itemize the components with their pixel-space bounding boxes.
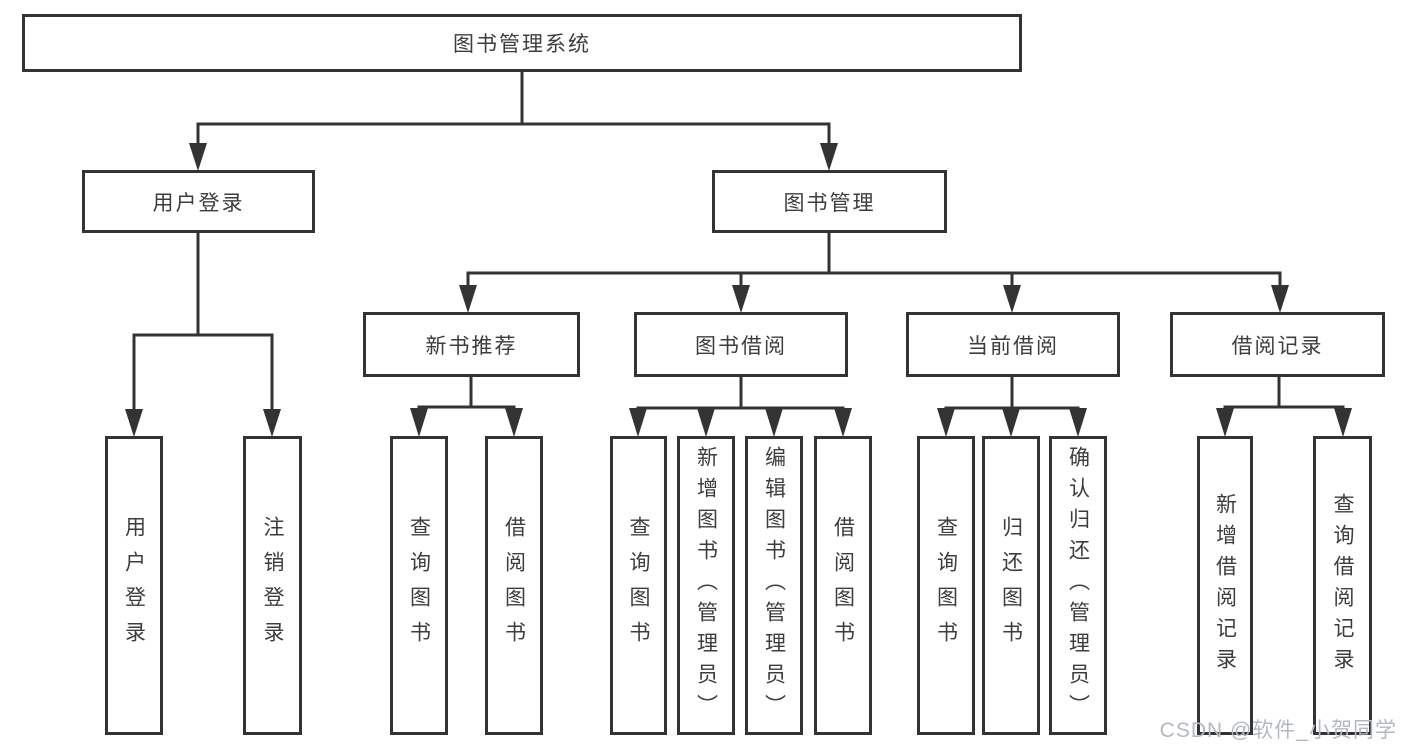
leaf-borrow-books: 借阅图书 xyxy=(814,436,872,735)
node-label: 用户登录 xyxy=(122,515,146,656)
node-label: 图书借阅 xyxy=(695,334,787,358)
node-label: 新增借阅记录 xyxy=(1213,492,1237,679)
node-label: 图书管理 xyxy=(783,191,876,215)
node-label: 图书管理系统 xyxy=(453,33,591,56)
node-current-borrowing: 当前借阅 xyxy=(906,312,1120,377)
leaf-add-borrow-record: 新增借阅记录 xyxy=(1197,436,1253,735)
node-label: 查询图书 xyxy=(627,515,650,656)
leaf-query-books-recommend: 查询图书 xyxy=(390,436,448,735)
node-book-management: 图书管理 xyxy=(712,170,947,233)
leaf-logout: 注销登录 xyxy=(243,436,302,735)
node-label: 查询图书 xyxy=(407,515,431,656)
leaf-query-books-current: 查询图书 xyxy=(917,436,975,735)
node-label: 用户登录 xyxy=(152,191,245,215)
node-label: 查询借阅记录 xyxy=(1331,492,1354,679)
node-label: 查询图书 xyxy=(934,515,958,656)
node-library-system: 图书管理系统 xyxy=(22,14,1022,72)
leaf-query-books-borrowing: 查询图书 xyxy=(610,436,667,735)
leaf-query-borrow-record: 查询借阅记录 xyxy=(1313,436,1372,735)
node-new-book-recommend: 新书推荐 xyxy=(363,312,580,377)
node-user-login: 用户登录 xyxy=(82,170,315,233)
node-label: 新书推荐 xyxy=(425,334,518,358)
leaf-edit-books-admin: 编辑图书（管理员） xyxy=(745,436,803,735)
leaf-confirm-return-admin: 确认归还（管理员） xyxy=(1049,436,1107,735)
node-label: 借阅图书 xyxy=(502,515,526,656)
leaf-borrow-books-recommend: 借阅图书 xyxy=(485,436,543,735)
leaf-return-books: 归还图书 xyxy=(982,436,1040,735)
node-label: 借阅记录 xyxy=(1231,334,1324,358)
node-label: 归还图书 xyxy=(999,515,1023,656)
leaf-add-books-admin: 新增图书（管理员） xyxy=(677,436,735,735)
node-label: 编辑图书（管理员） xyxy=(762,446,786,725)
watermark: CSDN @软件_小贺同学 xyxy=(1159,719,1397,742)
node-borrow-records: 借阅记录 xyxy=(1170,312,1385,377)
leaf-user-login: 用户登录 xyxy=(105,436,163,735)
node-label: 确认归还（管理员） xyxy=(1066,446,1090,725)
node-label: 注销登录 xyxy=(261,515,284,656)
node-book-borrowing: 图书借阅 xyxy=(634,312,848,377)
node-label: 新增图书（管理员） xyxy=(694,446,718,725)
node-label: 当前借阅 xyxy=(967,334,1059,358)
node-label: 借阅图书 xyxy=(831,515,855,656)
